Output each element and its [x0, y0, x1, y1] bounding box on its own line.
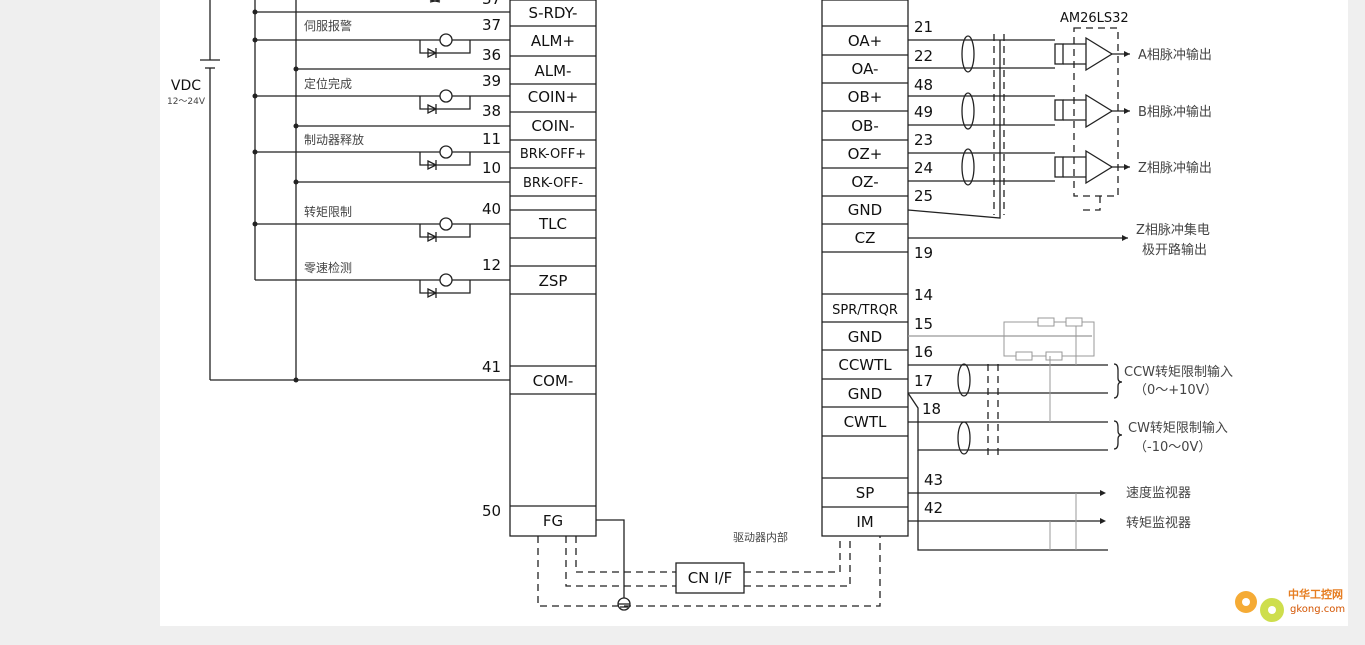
sig-zsp: ZSP	[539, 272, 568, 290]
pin-42: 42	[924, 499, 943, 517]
pin-24: 24	[914, 159, 933, 177]
vdc-range: 12～24V	[167, 97, 206, 107]
sig-alm-plus: ALM+	[531, 32, 575, 50]
torque-monitor-label: 转矩监视器	[1126, 516, 1191, 531]
ccw-input-range: （0～+10V）	[1134, 383, 1218, 398]
pin-15: 15	[914, 315, 933, 333]
pin-18: 18	[922, 400, 941, 418]
cn-if-connector	[675, 562, 745, 594]
line-receivers	[1063, 36, 1130, 211]
pin-43: 43	[924, 471, 943, 489]
sig-coin-minus: COIN-	[531, 117, 574, 135]
label-zero-speed: 零速检测	[304, 260, 352, 275]
pin-10: 10	[482, 159, 501, 177]
pin-21: 21	[914, 18, 933, 36]
sig-cz: CZ	[855, 229, 876, 247]
monitor-wiring	[908, 450, 1108, 551]
receiver-chip-outline	[1073, 27, 1119, 197]
sig-sp: SP	[856, 484, 875, 502]
right-connector-block	[821, 0, 909, 537]
cw-input-range: （-10～0V）	[1134, 440, 1211, 455]
sig-com-minus: COM-	[533, 372, 574, 390]
sig-cwtl: CWTL	[844, 413, 887, 431]
left-connector-block	[509, 0, 597, 537]
pin-40: 40	[482, 200, 501, 218]
diagram-paper	[160, 0, 1348, 626]
sig-fg: FG	[543, 512, 563, 530]
sig-gnd-3: GND	[848, 385, 882, 403]
chip-am26ls32: AM26LS32	[1060, 11, 1129, 26]
pin-25: 25	[914, 187, 933, 205]
watermark-logo: 中华工控网 gkong.com	[1235, 587, 1345, 622]
pin-36: 36	[482, 46, 501, 64]
pin-48: 48	[914, 76, 933, 94]
label-torque-limit: 转矩限制	[304, 204, 352, 219]
output-a-pulse: A相脉冲输出	[1138, 47, 1212, 63]
pin-22: 22	[914, 47, 933, 65]
pin-14: 14	[914, 286, 933, 304]
sig-alm-minus: ALM-	[535, 62, 572, 80]
driver-inside-label: 驱动器内部	[733, 530, 788, 544]
sig-ob-minus: OB-	[851, 117, 879, 135]
output-b-pulse: B相脉冲输出	[1138, 104, 1212, 120]
sig-s-rdy-minus: S-RDY-	[529, 4, 578, 22]
cw-input-label: CW转矩限制输入	[1128, 420, 1228, 436]
left-connector-dividers	[510, 25, 596, 507]
pin-12: 12	[482, 256, 501, 274]
pin-37-partial: 37	[482, 0, 501, 8]
encoder-wiring	[907, 34, 1128, 241]
speed-monitor-label: 速度监视器	[1126, 485, 1191, 501]
pin-39: 39	[482, 72, 501, 90]
pin-23: 23	[914, 131, 933, 149]
pin-11: 11	[482, 130, 501, 148]
sig-brk-off-plus: BRK-OFF+	[520, 147, 586, 162]
sig-im: IM	[856, 513, 873, 531]
sig-brk-off-minus: BRK-OFF-	[523, 176, 583, 191]
sig-oz-plus: OZ+	[848, 145, 883, 163]
pin-38: 38	[482, 102, 501, 120]
sig-oa-minus: OA-	[852, 60, 879, 78]
right-connector-dividers	[822, 25, 908, 508]
ground-icon	[617, 597, 631, 611]
sig-gnd-1: GND	[848, 201, 882, 219]
pin-17: 17	[914, 372, 933, 390]
pin-16: 16	[914, 343, 933, 361]
sig-tlc: TLC	[538, 215, 567, 233]
vdc-label: VDC	[171, 78, 201, 94]
sig-oa-plus: OA+	[848, 32, 882, 50]
sig-oz-minus: OZ-	[851, 173, 878, 191]
sig-ob-plus: OB+	[848, 88, 883, 106]
pin-49: 49	[914, 103, 933, 121]
pin-37: 37	[482, 16, 501, 34]
sig-ccwtl: CCWTL	[838, 356, 892, 374]
pin-50: 50	[482, 502, 501, 520]
label-positioning-complete: 定位完成	[304, 76, 352, 91]
cz-output-line1: Z相脉冲集电	[1136, 222, 1210, 238]
junction-dots	[252, 9, 299, 383]
pin-41: 41	[482, 358, 501, 376]
watermark-line1: 中华工控网	[1288, 587, 1343, 601]
sig-spr-trqr: SPR/TRQR	[832, 303, 898, 318]
label-brake-release: 制动器释放	[304, 132, 364, 147]
pin-19: 19	[914, 244, 933, 262]
cz-output-line2: 极开路输出	[1142, 242, 1207, 258]
cn-if-cable	[537, 536, 881, 607]
sig-coin-plus: COIN+	[528, 88, 579, 106]
analog-wiring	[907, 317, 1123, 460]
output-z-pulse: Z相脉冲输出	[1138, 160, 1212, 176]
sig-gnd-2: GND	[848, 328, 882, 346]
watermark-line2: gkong.com	[1290, 604, 1345, 615]
cn-if-label: CN I/F	[688, 569, 733, 587]
label-servo-alarm: 伺服报警	[304, 18, 352, 33]
ccw-input-label: CCW转矩限制输入	[1124, 364, 1233, 380]
